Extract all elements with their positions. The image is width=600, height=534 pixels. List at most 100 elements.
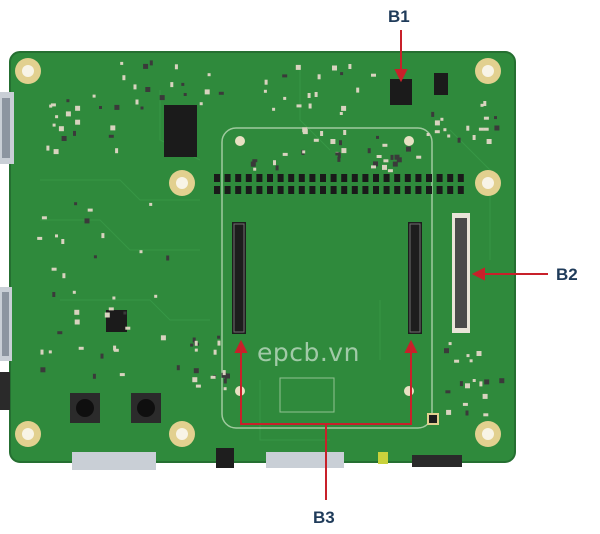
smd-part	[282, 74, 288, 78]
smd-part	[225, 373, 230, 379]
smd-part	[222, 370, 226, 376]
smd-part	[383, 159, 389, 163]
header-pin	[224, 186, 231, 194]
smd-part	[396, 157, 402, 163]
smd-part	[394, 154, 400, 160]
smd-part	[313, 138, 319, 142]
smd-part	[376, 135, 379, 139]
smd-part	[74, 319, 80, 325]
smd-part	[176, 365, 180, 371]
header-pin	[256, 174, 263, 182]
smd-part	[478, 127, 484, 131]
smd-part	[120, 61, 124, 65]
smd-part	[122, 75, 126, 81]
smd-part	[149, 202, 153, 206]
smd-part	[55, 115, 59, 119]
smd-part	[406, 146, 411, 152]
annotation-b2-arrow	[471, 267, 548, 281]
smd-part	[217, 340, 221, 346]
label-b3: B3	[313, 508, 335, 527]
header-pin	[267, 174, 273, 182]
ic-u6	[106, 310, 127, 332]
header-pin	[457, 174, 464, 182]
smd-part	[190, 343, 194, 347]
smd-part	[65, 111, 71, 117]
smd-part	[93, 255, 97, 259]
header-pin	[235, 174, 242, 182]
smd-part	[465, 383, 470, 389]
smd-part	[482, 393, 488, 399]
smd-part	[192, 377, 198, 383]
smd-part	[154, 294, 158, 298]
smd-part	[454, 359, 460, 363]
smd-part	[74, 309, 80, 315]
smd-part	[114, 104, 120, 110]
header-pin	[447, 174, 454, 182]
header-pin	[373, 174, 379, 182]
smd-part	[472, 379, 476, 382]
smd-part	[457, 137, 461, 143]
smd-part	[61, 239, 65, 244]
smd-part	[447, 134, 451, 138]
header-pin	[320, 174, 326, 182]
smd-part	[149, 60, 153, 66]
smd-part	[448, 342, 452, 346]
smd-part	[92, 373, 96, 379]
board-connector-right	[408, 222, 422, 334]
smd-part	[40, 349, 44, 355]
smd-part	[434, 120, 440, 126]
header-pin	[351, 174, 358, 182]
smd-part	[217, 335, 221, 339]
header-pin	[394, 174, 401, 182]
header-pin	[330, 174, 337, 182]
smd-part	[499, 378, 505, 384]
smd-part	[302, 150, 306, 154]
smd-part	[308, 103, 312, 109]
smd-part	[335, 152, 341, 156]
smd-part	[139, 250, 143, 254]
header-pin	[235, 186, 242, 194]
board-connector-left	[232, 222, 246, 334]
header-pin	[426, 186, 432, 194]
header-pin	[394, 186, 401, 194]
smd-part	[275, 165, 279, 171]
smd-part	[75, 119, 81, 125]
header-pin	[457, 186, 464, 194]
smd-part	[194, 348, 198, 352]
smd-part	[40, 367, 46, 373]
header-pin	[341, 174, 348, 182]
header-pin	[298, 174, 305, 182]
header-pin	[330, 186, 337, 194]
smd-part	[283, 96, 287, 100]
smd-part	[37, 236, 43, 240]
smd-part	[392, 161, 398, 167]
header-pin	[245, 174, 252, 182]
tactile-buttons	[70, 393, 161, 423]
smd-part	[119, 373, 125, 377]
smd-part	[123, 311, 127, 315]
smd-part	[431, 111, 435, 117]
smd-part	[337, 156, 341, 162]
smd-part	[426, 133, 430, 136]
header-pin	[415, 174, 422, 182]
smd-part	[87, 208, 93, 212]
smd-part	[341, 105, 347, 111]
smd-part	[133, 84, 137, 90]
smd-part	[339, 140, 342, 146]
smd-part	[92, 94, 96, 98]
smd-part	[166, 255, 170, 261]
smd-part	[253, 167, 257, 171]
pin-header-row	[214, 174, 464, 194]
bottom-connector-2	[266, 452, 344, 468]
bottom-led	[378, 452, 388, 464]
smd-part	[213, 349, 217, 355]
smd-part	[49, 104, 53, 108]
smd-part	[194, 340, 198, 346]
ic-b1	[390, 79, 412, 105]
smd-part	[72, 290, 76, 294]
bottom-connector-3	[412, 455, 462, 467]
smd-part	[296, 104, 302, 108]
smd-part	[459, 381, 463, 387]
smd-part	[193, 368, 199, 374]
